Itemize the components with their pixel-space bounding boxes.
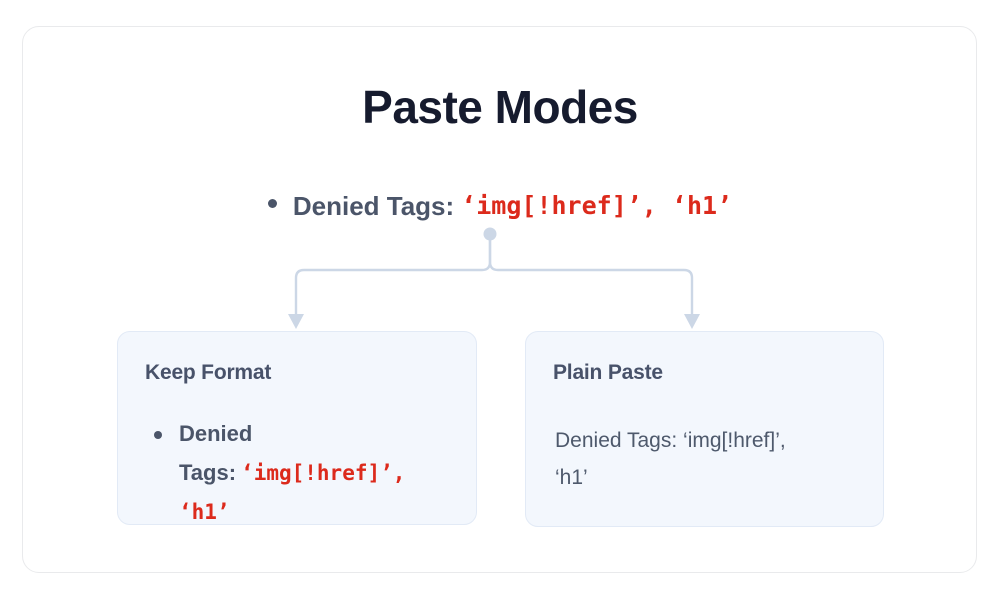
bullet-dot-icon: [154, 431, 162, 439]
keep-format-code: ‘img[!href]’, ‘h1’: [179, 461, 406, 524]
bullet-dot-icon: [267, 198, 277, 208]
card-body-plain-paste: Denied Tags: ‘img[!href]’, ‘h1’: [555, 429, 786, 489]
keep-format-label: Denied Tags:: [179, 421, 253, 485]
card-plain-paste[interactable]: Plain Paste Denied Tags: ‘img[!href]’, ‘…: [525, 331, 884, 527]
source-label: Denied Tags:: [292, 191, 455, 221]
list-item: Denied Tags:‘img[!href]’, ‘h1’: [145, 416, 455, 533]
page-title: Paste Modes: [362, 81, 638, 133]
source-bullet-line: Denied Tags:‘img[!href]’, ‘h1’: [0, 186, 1000, 226]
card-body-keep-format: Denied Tags:‘img[!href]’, ‘h1’: [145, 416, 455, 533]
card-heading-keep-format: Keep Format: [145, 361, 272, 384]
card-heading-plain-paste: Plain Paste: [553, 361, 663, 384]
source-code: ‘img[!href]’, ‘h1’: [461, 191, 733, 220]
card-keep-format[interactable]: Keep Format Denied Tags:‘img[!href]’, ‘h…: [117, 331, 477, 525]
